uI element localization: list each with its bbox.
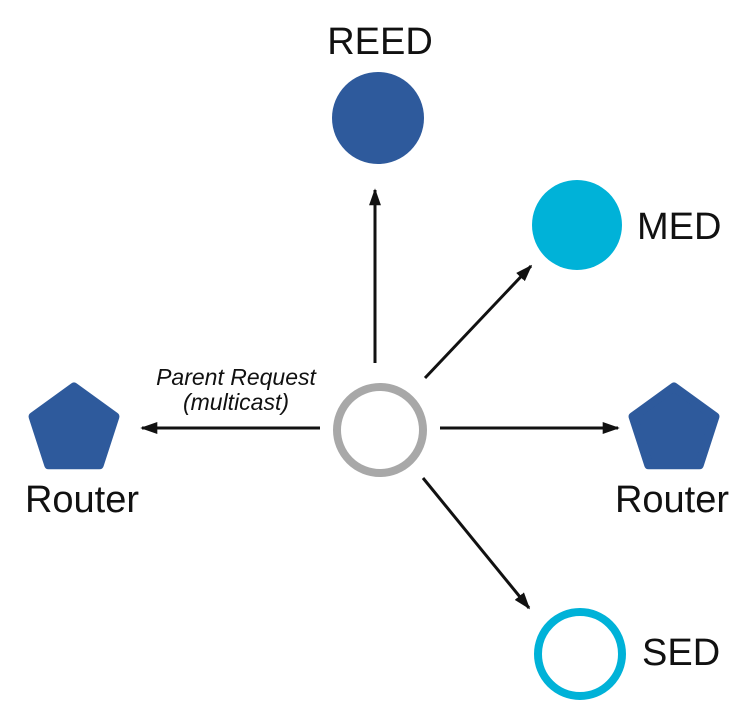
node-reed-label: REED	[327, 21, 433, 63]
annotation-line-1: Parent Request	[156, 364, 316, 390]
node-router-left-shape	[28, 382, 120, 470]
arrow-center-to-med	[423, 264, 533, 380]
node-sed-label: SED	[642, 632, 721, 674]
node-router-right-label: Router	[614, 479, 730, 521]
node-router-left-label: Router	[24, 479, 140, 521]
annotation-line-2: (multicast)	[182, 389, 290, 415]
parent-request-annotation: Parent Request (multicast)	[156, 365, 316, 415]
node-center-joiner-shape	[333, 383, 427, 477]
node-router-right-shape	[628, 382, 720, 470]
arrow-center-to-sed	[421, 477, 531, 610]
node-reed-shape	[332, 72, 424, 164]
node-med-label: MED	[637, 206, 722, 248]
node-med-shape	[532, 180, 622, 270]
node-sed-shape	[534, 608, 626, 700]
